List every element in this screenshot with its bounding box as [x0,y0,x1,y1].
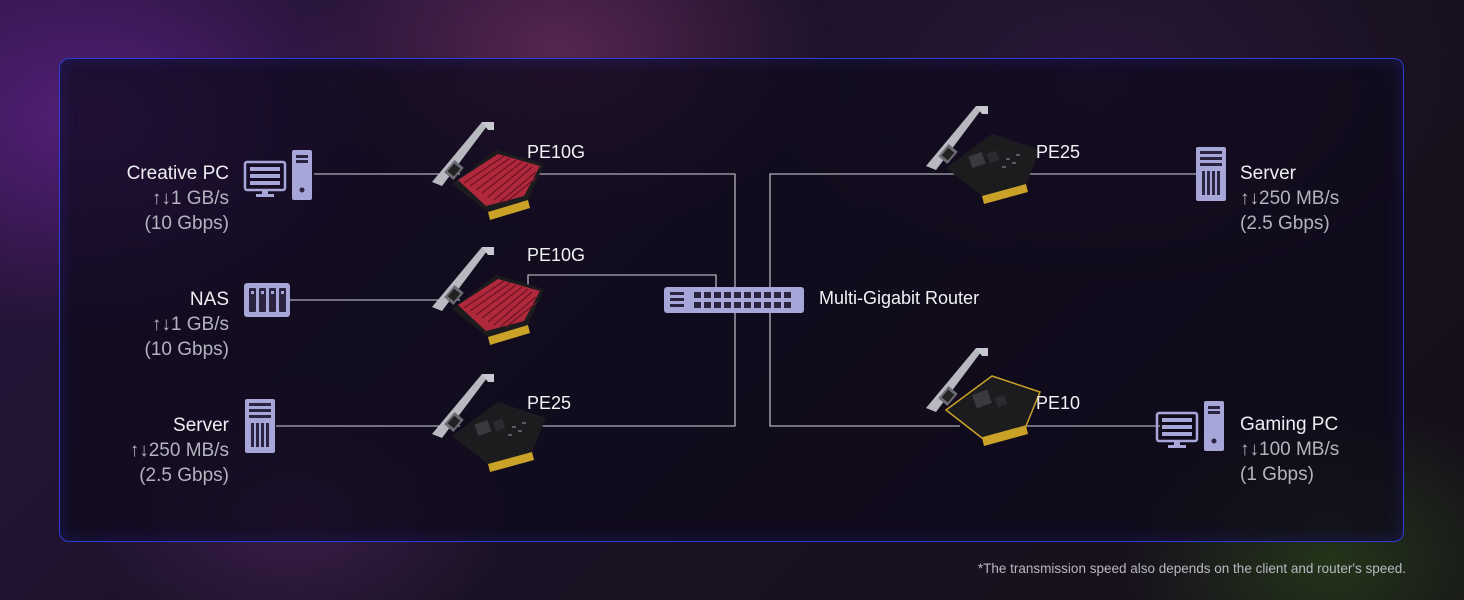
network-card-pe10g-icon [432,122,544,220]
card-label: PE10G [527,142,586,162]
connection-lines [276,173,1196,427]
card-label: PE10G [527,245,586,265]
desktop-pc-icon [1155,399,1226,453]
device-gbps: (10 Gbps) [144,339,229,360]
router-label: Multi-Gigabit Router [819,288,980,308]
footnote: *The transmission speed also depends on … [977,561,1406,576]
device-speed: ↑↓250 MB/s [1240,188,1340,209]
device-speed: ↑↓250 MB/s [129,440,229,461]
device-name: Server [173,415,229,436]
device-speed: ↑↓1 GB/s [151,188,229,209]
device-gbps: (1 Gbps) [1240,464,1314,485]
nas-icon [244,283,290,317]
line-router-card5 [769,300,960,427]
device-gbps: (2.5 Gbps) [1240,213,1330,234]
line-router-card4 [769,173,960,300]
gaming-pc-label: Gaming PC ↑↓100 MB/s (1 Gbps) [1240,412,1339,487]
desktop-pc-icon [243,148,314,202]
device-name: Creative PC [126,163,229,184]
router-icon [664,287,804,313]
server-icon [1196,147,1226,201]
device-name: Gaming PC [1240,414,1339,435]
device-gbps: (2.5 Gbps) [139,465,229,486]
device-speed: ↑↓1 GB/s [151,314,229,335]
line-card3-router [528,300,736,427]
server-left-label: Server ↑↓250 MB/s (2.5 Gbps) [130,413,229,488]
server-icon [245,399,275,453]
network-card-pe25-icon [432,374,546,472]
device-name: Server [1240,163,1296,184]
server-right-label: Server ↑↓250 MB/s (2.5 Gbps) [1240,161,1339,236]
device-name: NAS [189,289,229,310]
nas-label: NAS ↑↓1 GB/s (10 Gbps) [145,287,229,362]
card-label: PE10 [1036,393,1081,413]
network-card-pe10-icon [926,348,1040,446]
card-label: PE25 [1036,142,1081,162]
network-card-pe25-icon [926,106,1040,204]
card-label: PE25 [527,393,572,413]
device-speed: ↑↓100 MB/s [1240,439,1340,460]
device-gbps: (10 Gbps) [144,213,229,234]
line-card1-router [520,173,736,300]
creative-pc-label: Creative PC ↑↓1 GB/s (10 Gbps) [127,161,229,236]
